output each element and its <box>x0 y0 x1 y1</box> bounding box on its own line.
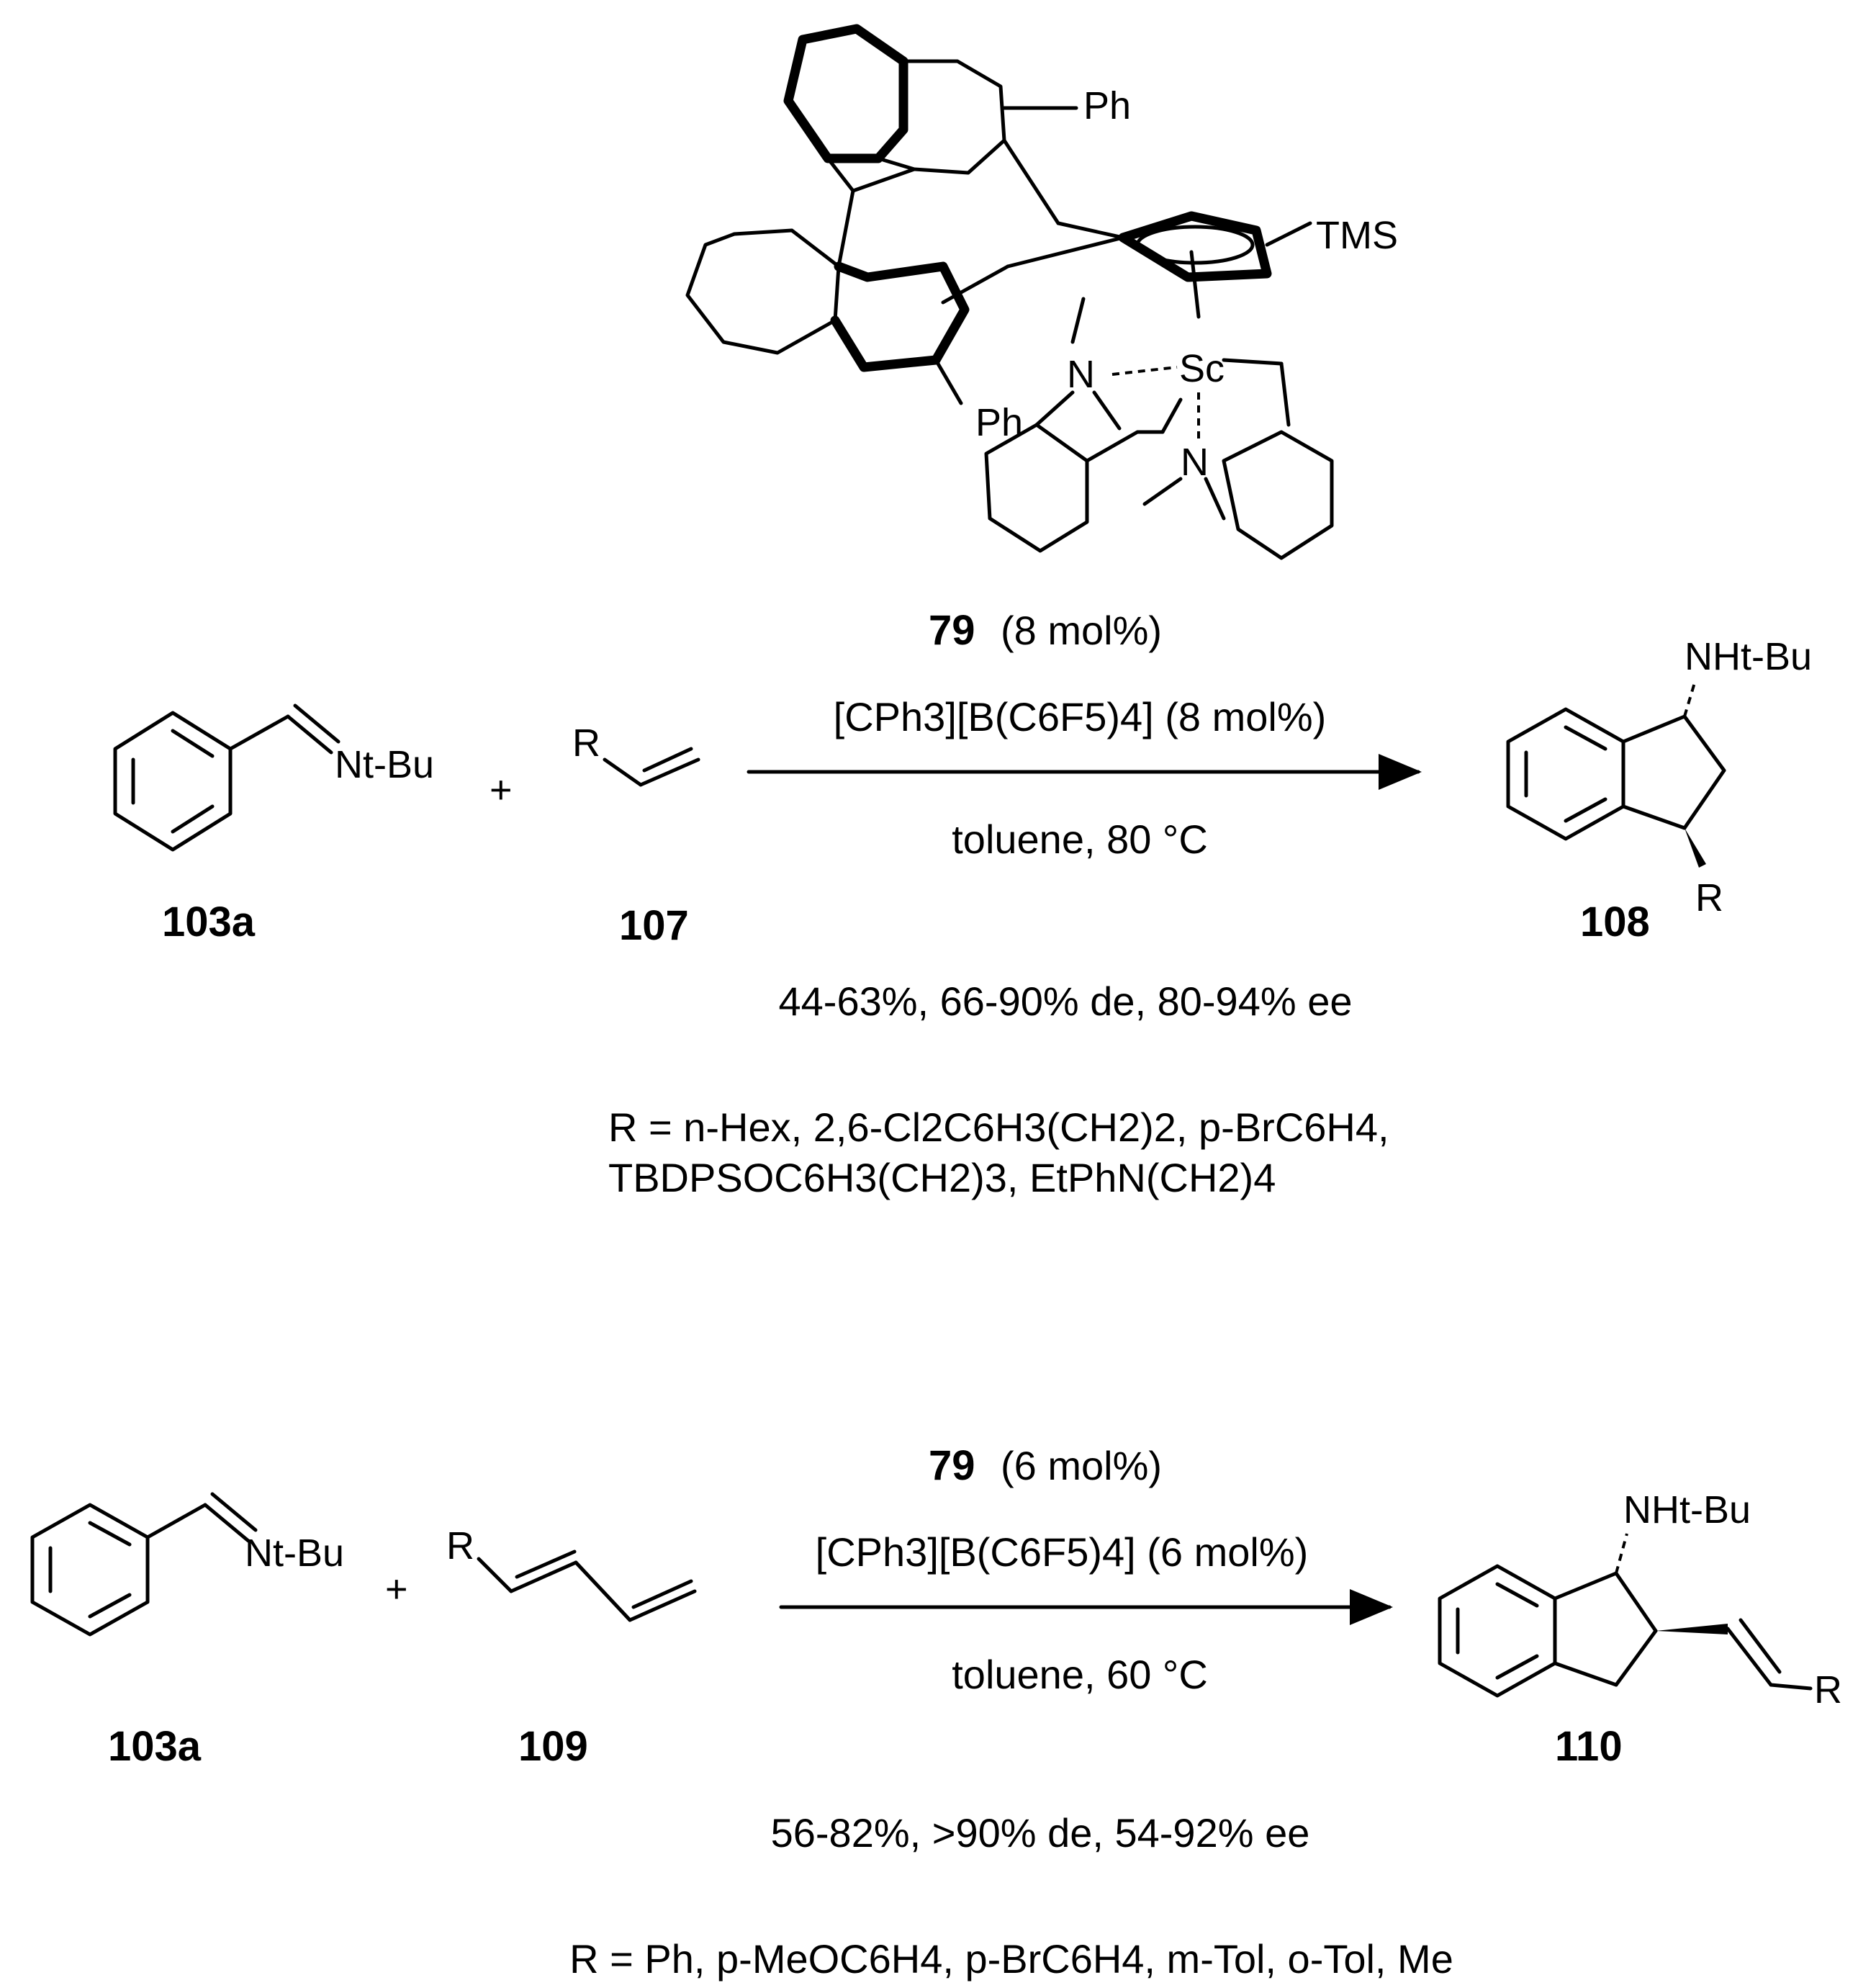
results-text-1: 44-63%, 66-90% de, 80-94% ee <box>779 979 1353 1024</box>
r-groups-2: R = Ph, p-MeOC6H4, p-BrC6H4, m-Tol, o-To… <box>569 1936 1453 1982</box>
n-left-label: N <box>1067 353 1095 396</box>
results-text-2: 56-82%, >90% de, 54-92% ee <box>771 1810 1310 1856</box>
r-groups-line2: TBDPSOC6H3(CH2)3, EtPhN(CH2)4 <box>608 1155 1276 1200</box>
diene-109-label: 109 <box>518 1723 588 1770</box>
ph-bottom-label: Ph <box>975 401 1023 444</box>
product-108-label: 108 <box>1580 899 1650 945</box>
conditions-text-1: toluene, 80 °C <box>952 817 1208 862</box>
imine-103a-structure-1 <box>113 703 341 852</box>
imine-group-label-1: Nt-Bu <box>335 743 434 786</box>
catalyst-79-label-2: 79 <box>929 1442 975 1489</box>
imine-103a-label-2: 103a <box>108 1723 202 1770</box>
imine-103a-structure-2 <box>30 1492 258 1637</box>
indane-110-structure <box>1438 1533 1813 1698</box>
product-108-group-label: NHt-Bu <box>1685 635 1812 678</box>
imine-group-label-2: Nt-Bu <box>245 1532 344 1575</box>
alkene-107-label: 107 <box>619 902 689 949</box>
diene-r-label: R <box>446 1524 474 1568</box>
indane-108-structure <box>1506 680 1726 868</box>
product-110-group-label: NHt-Bu <box>1623 1488 1751 1532</box>
plus-sign-1: + <box>490 768 513 811</box>
catalyst-loading-2: (6 mol%) <box>1001 1443 1162 1488</box>
r-groups-line1: R = n-Hex, 2,6-Cl2C6H3(CH2)2, p-BrC6H4, <box>608 1105 1389 1150</box>
product-108-r-label: R <box>1695 876 1723 919</box>
diene-109-structure <box>477 1550 697 1622</box>
reagent-text-1: [CPh3][B(C6F5)4] (8 mol%) <box>834 694 1327 739</box>
alkene-r-label: R <box>572 721 600 765</box>
alkene-107-structure <box>603 747 700 787</box>
conditions-text-2: toluene, 60 °C <box>952 1652 1208 1697</box>
product-110-label: 110 <box>1555 1723 1623 1770</box>
imine-103a-label-1: 103a <box>162 899 256 945</box>
n-right-label: N <box>1181 441 1209 484</box>
plus-sign-2: + <box>385 1568 408 1611</box>
reagent-text-2: [CPh3][B(C6F5)4] (6 mol%) <box>816 1529 1309 1575</box>
product-110-r-label: R <box>1814 1668 1842 1712</box>
catalyst-79-label: 79 <box>929 607 975 654</box>
sc-label: Sc <box>1179 347 1225 390</box>
catalyst-79-structure <box>685 24 1334 560</box>
catalyst-loading-1: (8 mol%) <box>1001 608 1162 653</box>
tms-label: TMS <box>1316 214 1398 257</box>
ph-top-label: Ph <box>1083 84 1131 127</box>
